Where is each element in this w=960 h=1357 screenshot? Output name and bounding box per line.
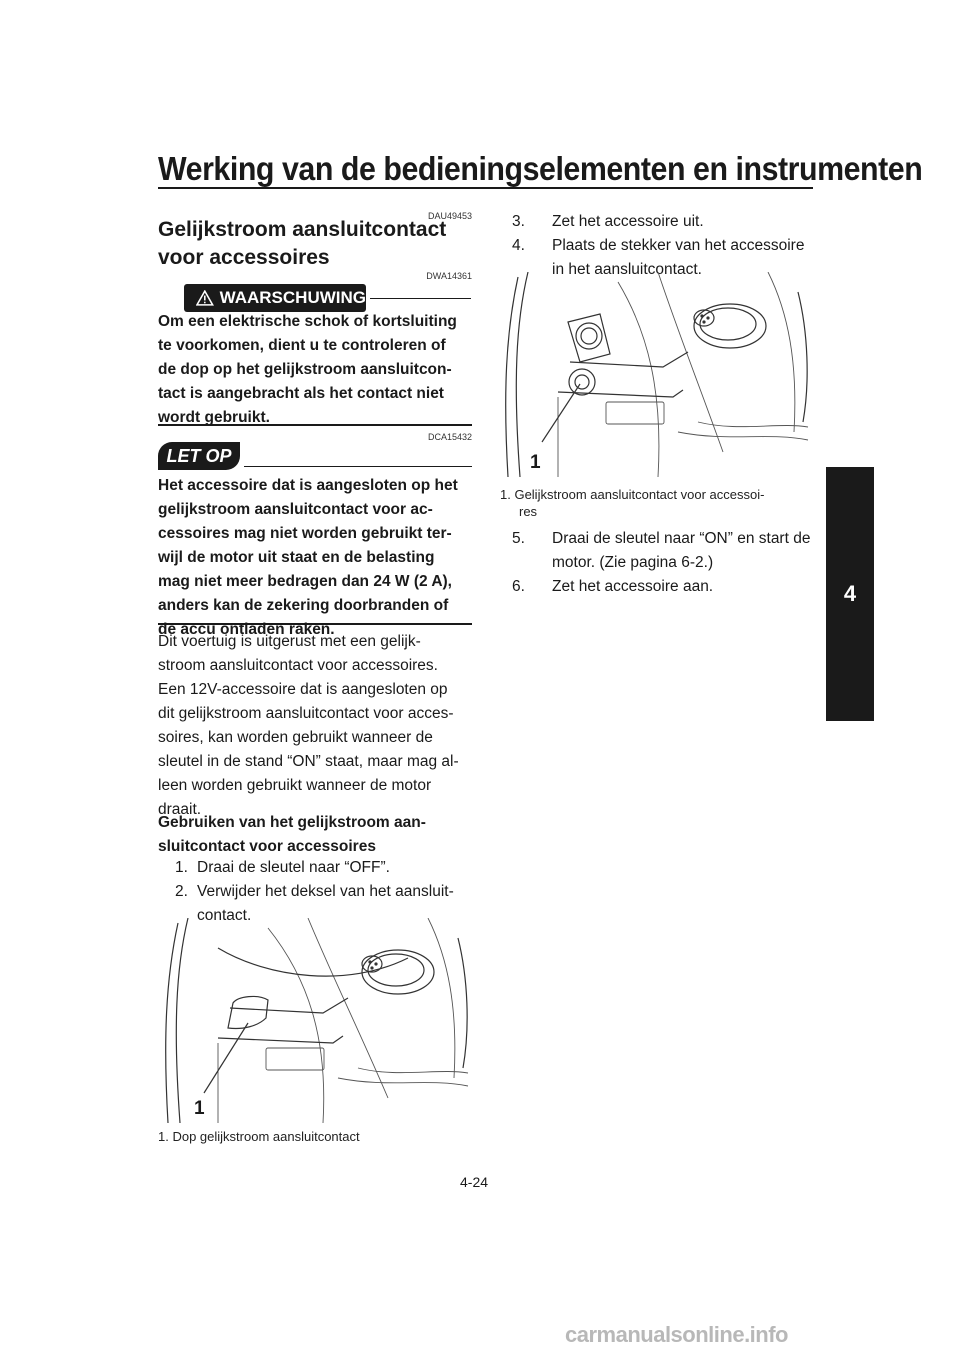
section-title-line2: voor accessoires [158,246,330,269]
figure2-caption: 1. Gelijkstroom aansluitcontact voor acc… [500,486,812,520]
figure1-caption: 1. Dop gelijkstroom aansluitcontact [158,1129,360,1144]
list-item: 1. Draai de sleutel naar “OFF”. [175,856,475,880]
step-number: 5. [512,530,525,547]
step-text: Zet het accessoire uit. [552,213,704,230]
step-text: Plaats de stekker van het accessoire [552,237,805,254]
figure2-caption-line2: res [519,504,538,519]
step-number: 3. [512,213,525,230]
caution-line: mag niet meer bedragen dan 24 W (2 A), [158,573,452,590]
steps-right-bottom: 5. Draai de sleutel naar “ON” en start d… [500,527,812,599]
steps-right-top: 3. Zet het accessoire uit. 4. Plaats de … [500,210,812,282]
section-title-line1: Gelijkstroom aansluitcontact [158,218,447,241]
caution-label: LET OP [166,445,232,466]
intro-line: sleutel in de stand “ON” staat, maar mag… [158,753,459,770]
warning-line: wordt gebruikt. [158,409,270,426]
step-text: Verwijder het deksel van het aansluit- [197,883,454,900]
caution-end-rule [158,623,472,625]
chapter-tab: 4 [826,467,874,721]
section-code: DAU49453 [427,211,472,221]
caution-badge: LET OP [158,442,240,470]
step-number: 6. [512,578,525,595]
figure2-caption-line1: 1. Gelijkstroom aansluitcontact voor acc… [500,487,765,502]
caution-badge-line [244,466,472,467]
figure1-callout: 1 [194,1098,205,1119]
warning-line: de dop op het gelijkstroom aansluitcon- [158,361,452,378]
step-text-cont: motor. (Zie pagina 6-2.) [552,554,714,571]
usage-heading-line: sluitcontact voor accessoires [158,838,376,855]
step-text: Zet het accessoire aan. [552,578,714,595]
figure-socket-cap: 1 [165,918,469,1124]
warning-badge: WAARSCHUWING [184,284,366,312]
intro-line: stroom aansluitcontact voor accessoires. [158,657,438,674]
list-item: 4. Plaats de stekker van het accessoire [500,234,812,258]
warning-label: WAARSCHUWING [219,288,366,307]
caution-line: anders kan de zekering doorbranden of [158,597,449,614]
step-text: Draai de sleutel naar “OFF”. [197,859,390,876]
caution-line: gelijkstroom aansluitcontact voor ac- [158,501,433,518]
caution-code: DCA15432 [427,432,472,442]
usage-heading-line: Gebruiken van het gelijkstroom aan- [158,814,426,831]
intro-line: Een 12V-accessoire dat is aangesloten op [158,681,448,698]
warning-text: Om een elektrische schok of kortsluiting… [158,310,472,430]
warning-triangle-icon [196,290,214,306]
step-text-cont: contact. [197,907,252,924]
warning-line: Om een elektrische schok of kortsluiting [158,313,457,330]
step-text-cont: in het aansluitcontact. [552,261,702,278]
intro-line: dit gelijkstroom aansluitcontact voor ac… [158,705,454,722]
chapter-tab-label: 4 [843,581,857,606]
step-number: 4. [512,237,525,254]
caution-line: Het accessoire dat is aangesloten op het [158,477,458,494]
figure-socket-open: 1 [505,272,809,478]
list-item: 6. Zet het accessoire aan. [500,575,812,599]
warning-end-rule [158,424,472,426]
intro-text: Dit voertuig is uitgerust met een gelijk… [158,630,472,822]
caution-line: wijl de motor uit staat en de belasting [158,549,435,566]
step-number: 2. [175,883,188,900]
caution-line: cessoires mag niet worden gebruikt ter- [158,525,452,542]
caution-text: Het accessoire dat is aangesloten op het… [158,474,472,642]
intro-line: Dit voertuig is uitgerust met een gelijk… [158,633,421,650]
warning-code: DWA14361 [426,271,472,281]
caution-line: de accu ontladen raken. [158,621,335,638]
step-text: Draai de sleutel naar “ON” en start de [552,530,811,547]
list-item: 3. Zet het accessoire uit. [500,210,812,234]
watermark-text: carmanualsonline.info [565,1322,789,1347]
warning-line: tact is aangebracht als het contact niet [158,385,444,402]
warning-badge-line [370,298,471,299]
intro-line: leen worden gebruikt wanneer de motor [158,777,432,794]
list-item: 2. Verwijder het deksel van het aansluit… [175,880,475,904]
intro-line: soires, kan worden gebruikt wanneer de [158,729,433,746]
warning-line: te voorkomen, dient u te controleren of [158,337,446,354]
figure2-callout: 1 [530,452,541,473]
usage-heading: Gebruiken van het gelijkstroom aan- slui… [158,811,472,859]
header-divider [158,187,813,189]
intro-line: draait. [158,801,202,818]
page-number: 4-24 [460,1174,489,1190]
page-header-title: Werking van de bedieningselementen en in… [158,150,923,187]
step-number: 1. [175,859,188,876]
list-item: 5. Draai de sleutel naar “ON” en start d… [500,527,812,551]
steps-left: 1. Draai de sleutel naar “OFF”. 2. Verwi… [175,856,475,928]
